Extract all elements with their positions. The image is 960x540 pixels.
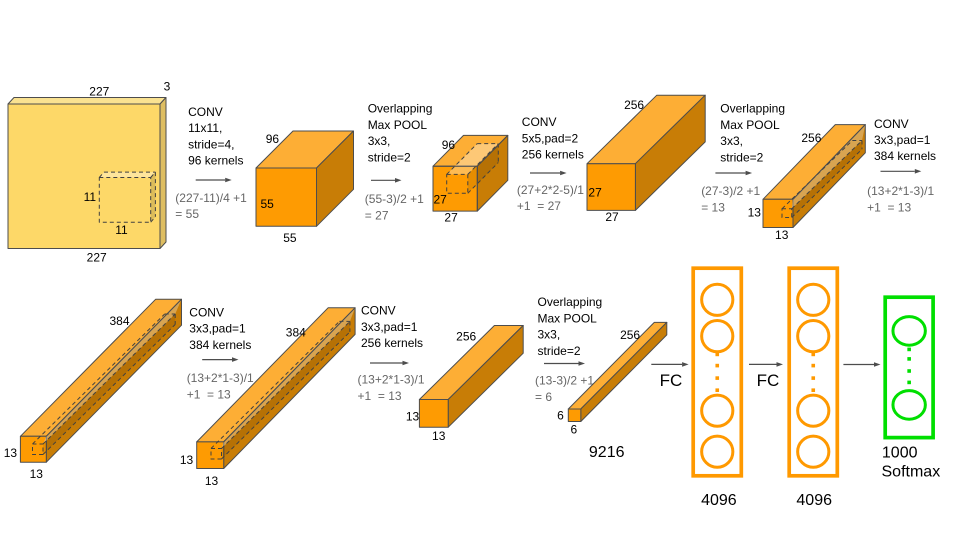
svg-text:4096: 4096 — [701, 492, 737, 509]
svg-text:(13+2*1-3)/1: (13+2*1-3)/1 — [867, 184, 934, 198]
svg-text:3x3,pad=1: 3x3,pad=1 — [189, 322, 246, 336]
svg-text:11: 11 — [84, 190, 97, 204]
svg-text:3x3,pad=1: 3x3,pad=1 — [874, 133, 931, 147]
svg-text:55: 55 — [261, 197, 275, 211]
svg-text:256: 256 — [456, 330, 476, 344]
svg-text:13: 13 — [748, 206, 762, 220]
svg-text:384: 384 — [286, 325, 306, 339]
svg-text:(27-3)/2 +1: (27-3)/2 +1 — [701, 184, 760, 198]
svg-text:(13+2*1-3)/1: (13+2*1-3)/1 — [187, 371, 254, 385]
svg-text:13: 13 — [205, 474, 219, 488]
svg-text:227: 227 — [87, 250, 107, 264]
svg-text:11: 11 — [115, 223, 128, 237]
svg-text:96 kernels: 96 kernels — [188, 154, 243, 168]
svg-text:(13+2*1-3)/1: (13+2*1-3)/1 — [358, 373, 425, 387]
svg-text:= 13: = 13 — [701, 200, 725, 214]
svg-text:4096: 4096 — [796, 492, 832, 509]
svg-text:9216: 9216 — [589, 444, 625, 461]
svg-text:11x11,: 11x11, — [188, 121, 222, 135]
svg-text:+1 = 27: +1 = 27 — [517, 199, 561, 213]
svg-text:CONV: CONV — [361, 304, 396, 318]
svg-text:3x3,: 3x3, — [538, 328, 561, 342]
svg-text:Overlapping: Overlapping — [720, 102, 785, 116]
svg-text:13: 13 — [180, 453, 194, 467]
svg-text:3x3,: 3x3, — [720, 134, 743, 148]
svg-text:stride=2: stride=2 — [538, 344, 581, 358]
svg-text:27: 27 — [588, 186, 602, 200]
svg-text:(27+2*2-5)/1: (27+2*2-5)/1 — [517, 183, 584, 197]
svg-text:stride=4,: stride=4, — [188, 137, 234, 151]
svg-text:3x3,: 3x3, — [368, 134, 391, 148]
svg-text:13: 13 — [4, 446, 18, 460]
svg-text:256: 256 — [801, 131, 821, 145]
svg-text:13: 13 — [432, 429, 446, 443]
svg-text:384: 384 — [109, 314, 129, 328]
svg-text:96: 96 — [442, 138, 456, 152]
svg-text:384 kernels: 384 kernels — [874, 149, 936, 163]
svg-text:55: 55 — [283, 231, 297, 245]
svg-text:FC: FC — [757, 371, 780, 390]
svg-text:(55-3)/2 +1: (55-3)/2 +1 — [365, 192, 424, 206]
svg-text:1000: 1000 — [882, 445, 918, 462]
svg-text:5x5,pad=2: 5x5,pad=2 — [522, 131, 579, 145]
svg-text:227: 227 — [89, 85, 109, 99]
svg-text:6: 6 — [557, 409, 564, 423]
svg-text:27: 27 — [444, 211, 458, 225]
svg-text:+1 = 13: +1 = 13 — [358, 389, 402, 403]
svg-text:256 kernels: 256 kernels — [522, 148, 584, 162]
svg-text:Max POOL: Max POOL — [538, 311, 598, 325]
svg-text:CONV: CONV — [189, 306, 224, 320]
svg-text:= 27: = 27 — [365, 208, 389, 222]
svg-text:6: 6 — [570, 422, 577, 436]
svg-text:Overlapping: Overlapping — [368, 102, 433, 116]
svg-text:3x3,pad=1: 3x3,pad=1 — [361, 320, 418, 334]
svg-text:Softmax: Softmax — [882, 463, 941, 480]
svg-text:13: 13 — [775, 228, 789, 242]
svg-text:+1 = 13: +1 = 13 — [187, 387, 231, 401]
svg-text:FC: FC — [660, 371, 683, 390]
svg-text:CONV: CONV — [522, 115, 557, 129]
svg-text:= 6: = 6 — [535, 390, 552, 404]
svg-text:(227-11)/4 +1: (227-11)/4 +1 — [175, 191, 247, 205]
svg-text:384 kernels: 384 kernels — [189, 338, 251, 352]
svg-text:(13-3)/2 +1: (13-3)/2 +1 — [535, 374, 594, 388]
svg-text:CONV: CONV — [188, 105, 223, 119]
svg-text:256: 256 — [620, 328, 640, 342]
svg-text:stride=2: stride=2 — [720, 150, 763, 164]
svg-text:256 kernels: 256 kernels — [361, 336, 423, 350]
svg-text:+1 = 13: +1 = 13 — [867, 200, 911, 214]
svg-text:Overlapping: Overlapping — [538, 295, 603, 309]
svg-text:Max POOL: Max POOL — [368, 118, 428, 132]
svg-text:13: 13 — [406, 410, 420, 424]
svg-text:Max POOL: Max POOL — [720, 118, 780, 132]
svg-text:27: 27 — [605, 210, 619, 224]
svg-text:256: 256 — [624, 98, 644, 112]
svg-text:CONV: CONV — [874, 117, 909, 131]
svg-text:stride=2: stride=2 — [368, 150, 411, 164]
svg-text:= 55: = 55 — [175, 207, 199, 221]
svg-text:13: 13 — [30, 467, 44, 481]
svg-text:96: 96 — [266, 132, 280, 146]
svg-text:27: 27 — [434, 193, 448, 207]
svg-text:3: 3 — [164, 80, 171, 94]
